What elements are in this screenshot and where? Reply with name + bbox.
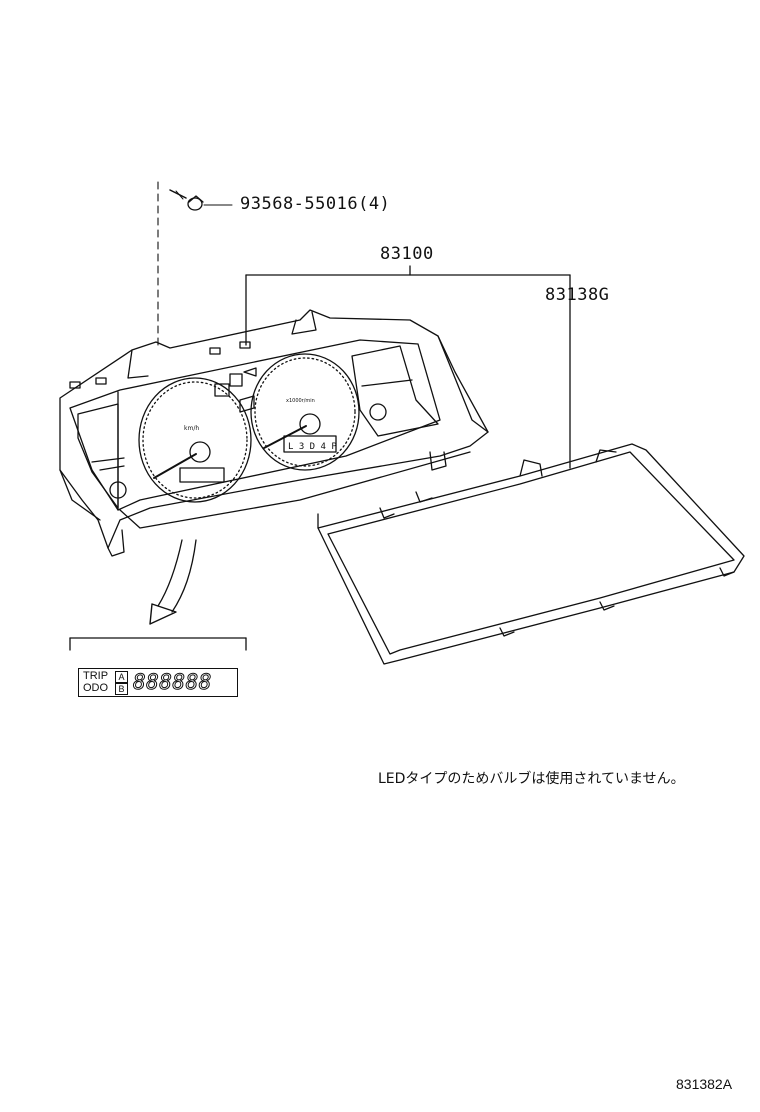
illustration-code: 831382A bbox=[676, 1076, 733, 1092]
temperature-gauge bbox=[351, 345, 439, 437]
lens-cover bbox=[317, 443, 745, 665]
odo-label: ODO bbox=[83, 682, 109, 694]
screw-part-number: 93568-55016(4) bbox=[240, 194, 391, 214]
tach-unit-text: x1000r/min bbox=[286, 398, 315, 404]
indicator-lamps bbox=[214, 367, 257, 413]
odometer-display-inset: TRIP ODO A B 888888 bbox=[78, 668, 238, 697]
speed-unit-text: km/h bbox=[184, 425, 199, 432]
shift-indicator-text: L 3 D 4 P bbox=[288, 442, 337, 452]
trip-label: TRIP bbox=[83, 670, 109, 682]
meter-assembly-part-number: 83100 bbox=[380, 244, 434, 264]
lens-part-number: 83138G bbox=[545, 285, 610, 305]
detail-arrow bbox=[149, 539, 197, 625]
tachometer-gauge bbox=[250, 353, 360, 471]
mode-b-indicator: B bbox=[115, 683, 128, 695]
meter-housing bbox=[59, 309, 489, 557]
screw-icon bbox=[169, 189, 204, 211]
odometer-digits: 888888 bbox=[133, 670, 212, 695]
led-note: LEDタイプのためバルブは使用されていません。 bbox=[378, 771, 685, 787]
speedometer-gauge bbox=[138, 377, 252, 503]
mode-a-indicator: A bbox=[115, 671, 128, 683]
fuel-gauge bbox=[77, 403, 127, 509]
inset-bracket bbox=[69, 637, 247, 651]
assembly-bracket bbox=[245, 265, 571, 469]
